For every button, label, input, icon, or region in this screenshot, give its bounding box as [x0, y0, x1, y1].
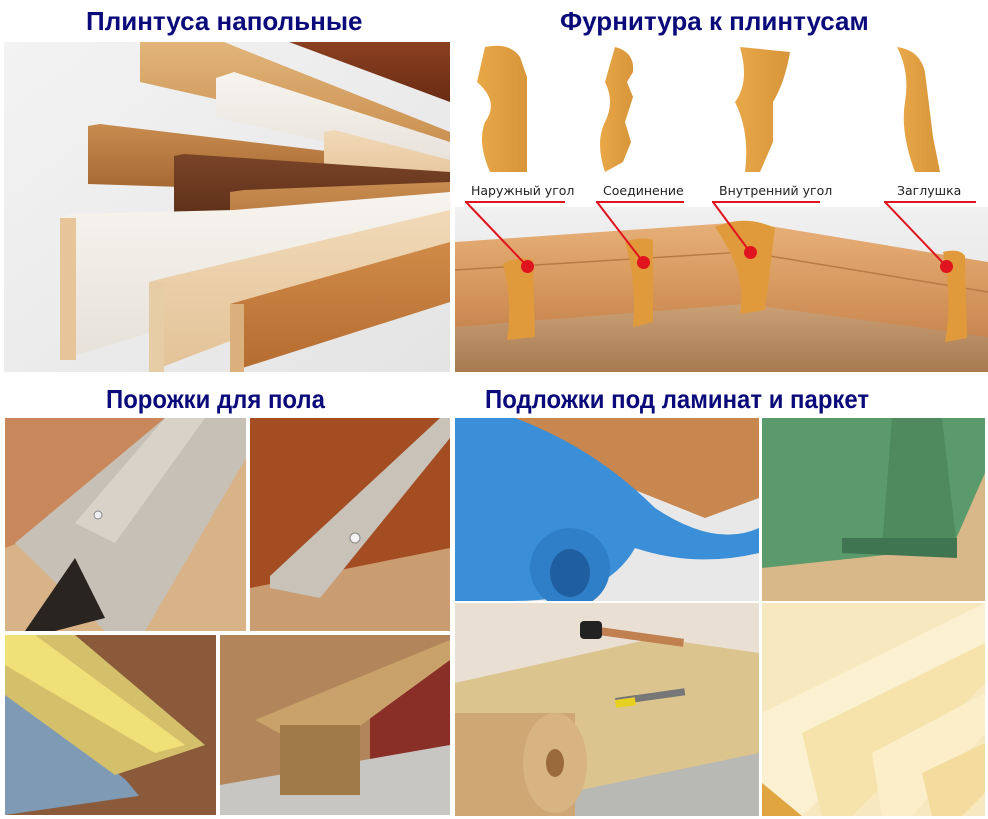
- threshold-photo-gold: [5, 635, 216, 815]
- title-baseboards: Плинтуса напольные: [86, 6, 363, 36]
- callout-line-inner-corner: [712, 201, 820, 203]
- label-outer-corner: Наружный угол: [471, 183, 575, 198]
- threshold-photo-silver-tile: [5, 418, 246, 631]
- baseboards-photo: [4, 42, 450, 372]
- marker-inner-corner: [744, 246, 757, 259]
- title-fittings: Фурнитура к плинтусам: [560, 6, 869, 36]
- label-inner-corner: Внутренний угол: [719, 183, 833, 198]
- label-connector: Соединение: [603, 183, 684, 198]
- marker-outer-corner: [521, 260, 534, 273]
- threshold-photo-bronze: [220, 635, 450, 815]
- label-end-cap: Заглушка: [897, 183, 962, 198]
- underlay-photo-polystyrene: [762, 603, 985, 816]
- fittings-photo: [455, 42, 988, 372]
- title-underlays: Подложки под ламинат и паркет: [485, 384, 870, 414]
- callout-line-end-cap: [884, 201, 976, 203]
- marker-end-cap: [940, 260, 953, 273]
- underlay-photo-cork: [455, 603, 759, 816]
- marker-connector: [637, 256, 650, 269]
- callout-line-connector: [596, 201, 684, 203]
- threshold-photo-silver-wood: [250, 418, 450, 631]
- title-thresholds: Порожки для пола: [106, 384, 325, 414]
- callout-line-outer-corner: [465, 201, 565, 203]
- underlay-photo-green-sheets: [762, 418, 985, 601]
- underlay-photo-foam: [455, 418, 759, 601]
